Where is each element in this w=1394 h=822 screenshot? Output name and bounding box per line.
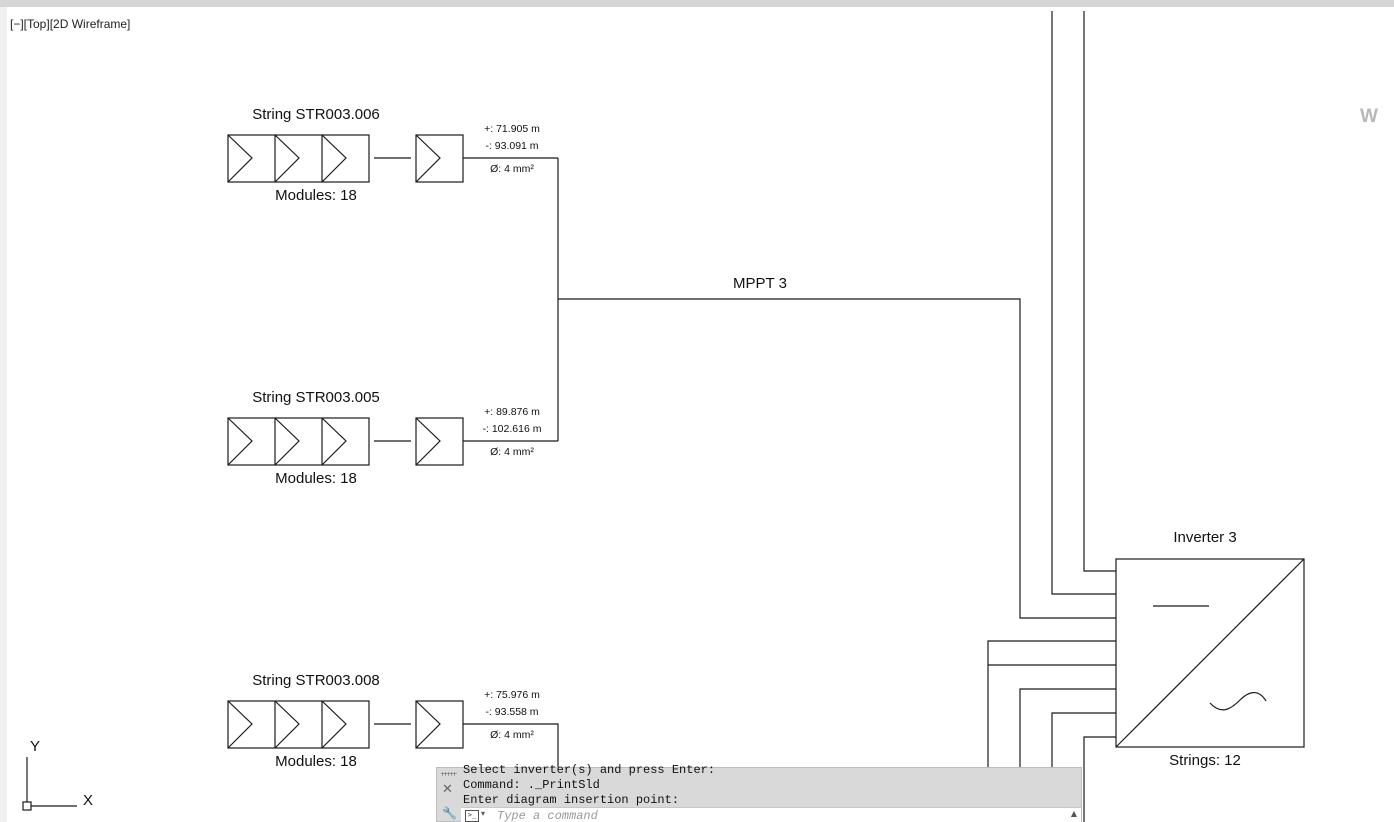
module-chevron-icon	[274, 417, 300, 466]
window-top-edge	[0, 0, 1394, 7]
chevron-up-icon[interactable]: ▲	[1070, 809, 1077, 818]
string-title: String STR003.005	[252, 389, 380, 406]
module-chevron-icon	[227, 700, 253, 749]
string-title: String STR003.008	[252, 672, 380, 689]
module-chevron-icon	[415, 417, 441, 466]
string-block-2[interactable]: String STR003.005 Modules: 18 +: 89.876 …	[227, 389, 558, 487]
feeder-line	[987, 640, 1116, 822]
module-chevron-icon	[227, 134, 253, 183]
inverter-block[interactable]: Inverter 3 Strings: 12	[1115, 529, 1305, 769]
ac-wave-icon	[1209, 692, 1267, 711]
module-chevron-icon	[227, 417, 253, 466]
ucs-y-label: Y	[30, 738, 40, 755]
module-chevron-icon	[321, 417, 347, 466]
cable-plus-length: +: 89.876 m	[484, 406, 540, 418]
command-history: Select inverter(s) and press Enter:Comma…	[463, 763, 1063, 807]
module-chevron-icon	[415, 134, 441, 183]
string-module-count: Modules: 18	[275, 470, 357, 487]
inverter-title: Inverter 3	[1173, 529, 1236, 546]
string-title: String STR003.006	[252, 106, 380, 123]
inverter-diagonal	[1115, 558, 1305, 748]
string-module-count: Modules: 18	[275, 753, 357, 770]
cable-plus-length: +: 75.976 m	[484, 689, 540, 701]
viewcube-west-face[interactable]: W	[1360, 106, 1378, 127]
ucs-icon: Y X	[22, 738, 93, 811]
window-left-edge	[0, 7, 7, 822]
module-chevron-icon	[321, 134, 347, 183]
string-block-3[interactable]: String STR003.008 Modules: 18 +: 75.976 …	[227, 672, 559, 822]
inverter-strings-count: Strings: 12	[1169, 752, 1241, 769]
ucs-origin-square	[22, 801, 32, 811]
cable-cross-section: Ø: 4 mm²	[490, 729, 534, 741]
chevron-down-icon[interactable]: ▾	[481, 809, 486, 818]
cable-plus-length: +: 71.905 m	[484, 123, 540, 135]
feeder-lines	[987, 11, 1116, 822]
command-history-line: Select inverter(s) and press Enter:	[463, 763, 716, 777]
command-history-line: Enter diagram insertion point:	[463, 793, 680, 807]
ucs-x-label: X	[83, 792, 93, 809]
string-block-1[interactable]: String STR003.006 Modules: 18 +: 71.905 …	[227, 106, 558, 204]
close-icon[interactable]: ✕	[442, 782, 453, 797]
cable-minus-length: -: 93.558 m	[485, 706, 538, 718]
command-prompt-icon[interactable]: >_	[465, 810, 479, 822]
string-module-count: Modules: 18	[275, 187, 357, 204]
module-chevron-icon	[274, 700, 300, 749]
module-chevron-icon	[415, 700, 441, 749]
module-chevron-icon	[274, 134, 300, 183]
module-chevron-icon	[321, 700, 347, 749]
mppt-feed-line	[558, 298, 1116, 619]
cable-minus-length: -: 93.091 m	[485, 140, 538, 152]
command-input-row[interactable]: >_ ▾ ▲	[461, 807, 1081, 822]
cable-cross-section: Ø: 4 mm²	[490, 446, 534, 458]
command-line-window[interactable]: ✕ 🔧 Select inverter(s) and press Enter:C…	[436, 763, 1082, 822]
command-history-line: Command: ._PrintSld	[463, 778, 600, 792]
feeder-line	[1083, 736, 1116, 822]
mppt-bus[interactable]: MPPT 3	[557, 158, 1116, 619]
feeder-line	[1051, 11, 1116, 595]
wrench-icon[interactable]: 🔧	[442, 806, 457, 820]
mppt-label: MPPT 3	[733, 275, 787, 292]
cable-cross-section: Ø: 4 mm²	[490, 163, 534, 175]
viewport-controls-label[interactable]: [−][Top][2D Wireframe]	[10, 17, 131, 31]
cable-minus-length: -: 102.616 m	[483, 423, 542, 435]
grip-handle-icon[interactable]	[441, 772, 457, 776]
feeder-line	[1083, 11, 1116, 572]
command-input[interactable]	[497, 808, 1057, 822]
